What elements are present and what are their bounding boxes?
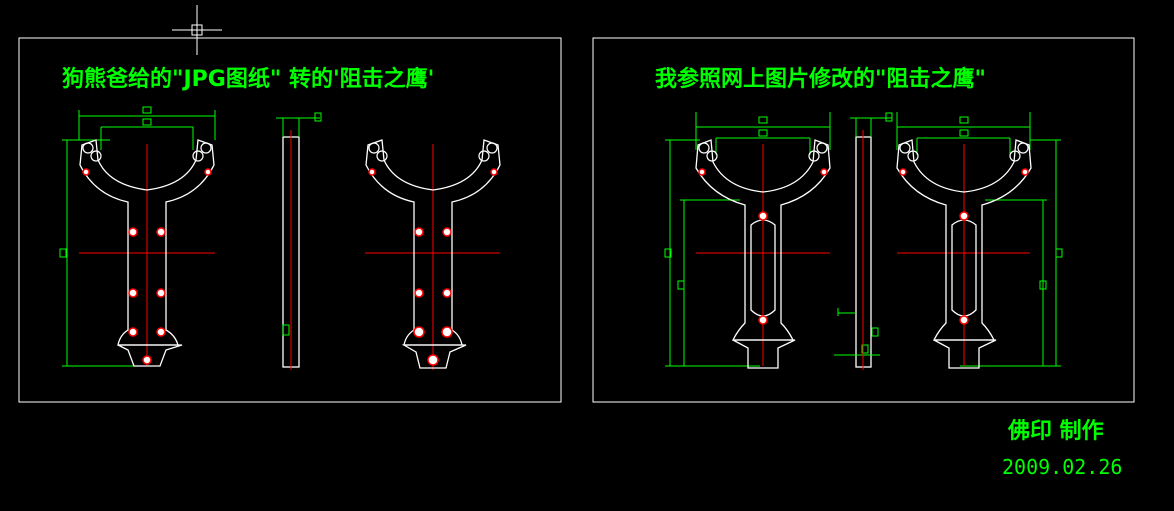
right-mirror-view [896,112,1063,369]
left-side-view [276,112,322,370]
author-credit: 佛印 制作 [1007,419,1104,444]
right-panel-title: 我参照网上图片修改的"阻击之鹰" [655,66,986,92]
right-drawing-frame [592,37,1135,403]
right-front-view [664,112,831,369]
left-drawing-frame [18,37,562,403]
drawing-date: 2009.02.26 [1002,455,1122,479]
left-panel-title: 狗熊爸给的"JPG图纸" 转的'阻击之鹰' [62,66,434,92]
crosshair-cursor[interactable] [172,5,222,55]
right-side-view [834,112,893,370]
left-front-view [59,106,216,367]
left-mirror-view [365,139,501,370]
